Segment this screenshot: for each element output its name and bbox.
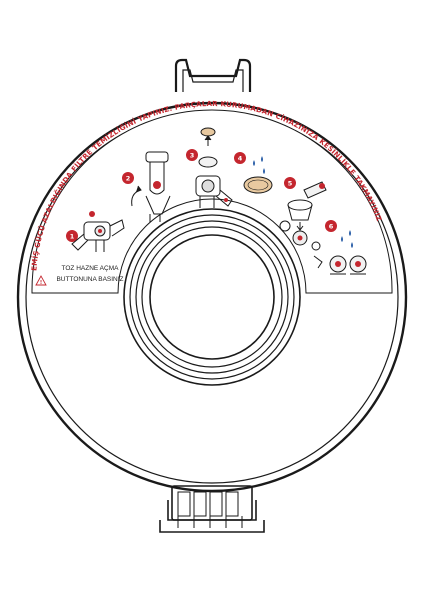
step-4-filter-wash-icon [243,156,273,194]
instruction-sticker [31,109,393,294]
step-badge-1: 1 [66,230,78,242]
warning-icon: ! [35,275,47,286]
caption-line-2: BUTTONUNA BASINIZ [56,276,123,283]
step-badge-4: 4 [234,152,246,164]
svg-text:5: 5 [288,180,293,188]
caption-line-1: TOZ HAZNE AÇMA [62,265,120,272]
svg-text:2: 2 [126,175,131,183]
step-badge-6: 6 [325,220,337,232]
center-rings [123,208,301,386]
step-5-cyclone-icon [279,181,327,246]
step-badge-5: 5 [284,177,296,189]
step-6-rinse-icon [311,230,367,275]
svg-text:4: 4 [238,155,243,163]
step-3-filter-assembly-icon [195,127,233,208]
svg-text:1: 1 [70,233,75,241]
step-2-dustbin-icon [131,151,171,222]
top-handle [174,58,252,92]
svg-text:3: 3 [190,152,195,160]
step-badge-2: 2 [122,172,134,184]
step-badge-3: 3 [186,149,198,161]
bottom-latch [159,485,265,533]
svg-text:6: 6 [329,223,334,231]
svg-text:!: ! [40,280,42,286]
step-1-vacuum-icon [71,211,125,252]
